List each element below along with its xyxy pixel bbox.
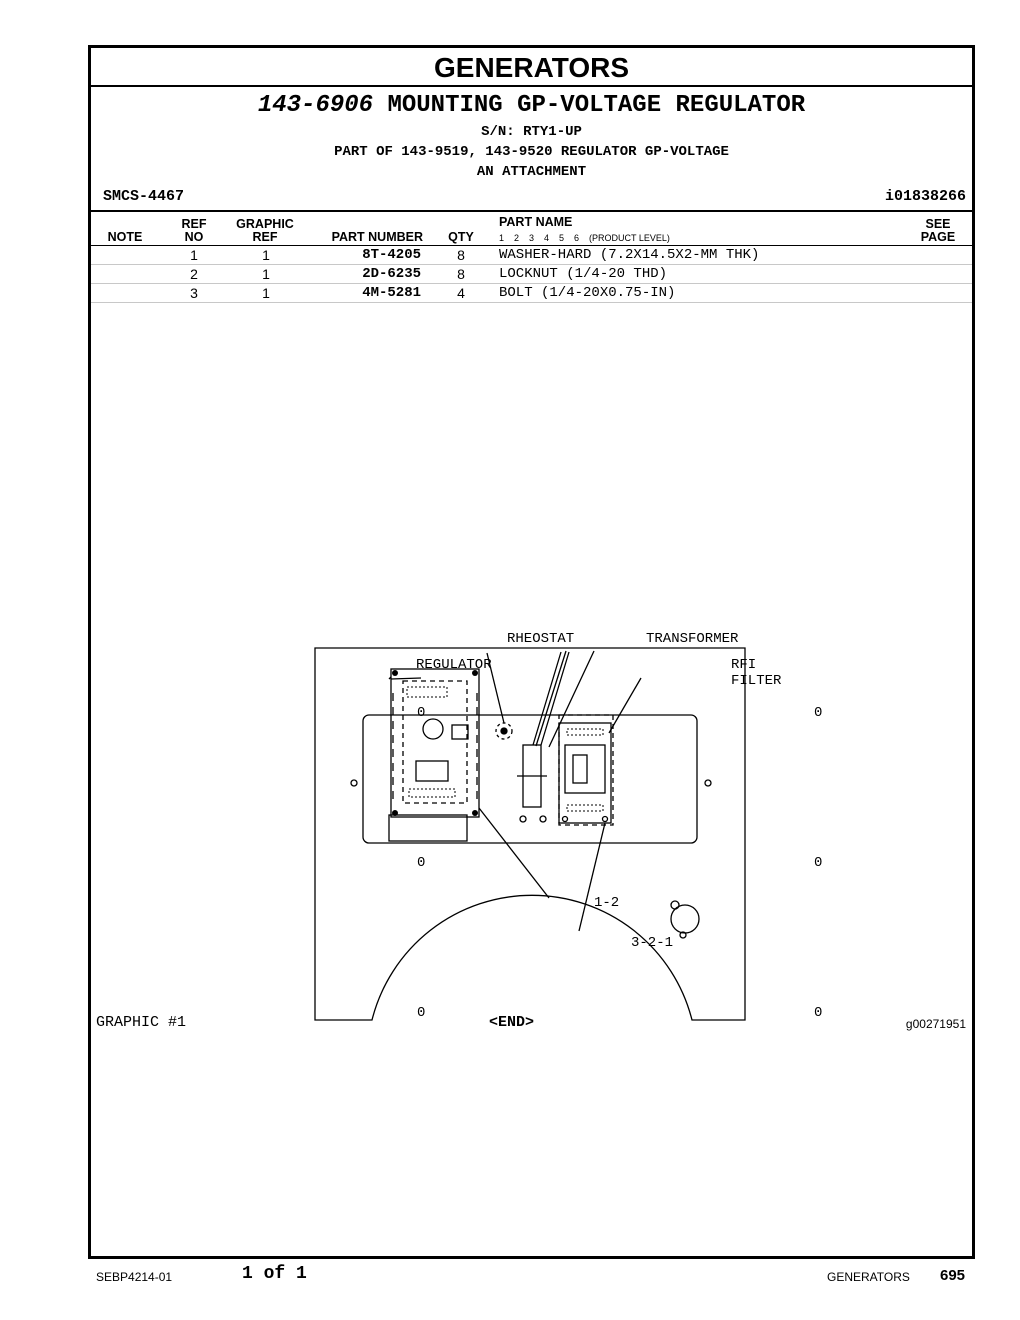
group-number: 143-6906 (257, 92, 374, 119)
table-row: 2 1 2D-6235 8 LOCKNUT (1/4-20 THD) (91, 265, 972, 284)
rfi-filter-core (564, 744, 606, 794)
header-product-levels: 1 2 3 4 5 6 (PRODUCT LEVEL) (499, 233, 670, 243)
graphic-ref: 1 (262, 247, 270, 263)
plate-mark: 0 (814, 1005, 823, 1021)
plate-mark: 0 (417, 705, 426, 721)
header-graphic-top: GRAPHIC (236, 217, 294, 231)
plate-mark: 0 (417, 855, 426, 871)
part-number[interactable]: 2D-6235 (362, 266, 421, 282)
regulator-inner (402, 680, 468, 804)
label-transformer: TRANSFORMER (646, 631, 739, 647)
table-row: 3 1 4M-5281 4 BOLT (1/4-20X0.75-IN) (91, 284, 972, 303)
header-part-number: PART NUMBER (331, 230, 423, 244)
mounting-plate-drawing (314, 647, 746, 1021)
header-qty: QTY (448, 230, 474, 244)
ref-no: 2 (190, 266, 198, 282)
header-note: NOTE (107, 230, 143, 244)
page-frame: GENERATORS 143-6906 MOUNTING GP-VOLTAGE … (88, 45, 975, 1259)
quantity: 4 (457, 285, 465, 301)
inner-panel (362, 714, 698, 844)
part-name: BOLT (1/4-20X0.75-IN) (499, 285, 676, 301)
callout-3-2-1: 3-2-1 (631, 935, 674, 951)
regulator-label (451, 724, 469, 740)
illustration-id: i01838266 (884, 188, 966, 205)
plate-mark: 0 (814, 705, 823, 721)
header-see-bottom: PAGE (920, 230, 956, 244)
attachment-note: AN ATTACHMENT (476, 164, 587, 180)
rfi-filter-chip (572, 754, 588, 784)
graphic-caption: GRAPHIC #1 (96, 1014, 187, 1031)
plate-hole (350, 779, 358, 787)
header-see-top: SEE (925, 217, 951, 231)
group-title: 143-6906 MOUNTING GP-VOLTAGE REGULATOR (91, 92, 972, 120)
ref-no: 3 (190, 285, 198, 301)
plate-mark: 0 (417, 1005, 426, 1021)
part-number[interactable]: 4M-5281 (362, 285, 421, 301)
document-number: SEBP4214-01 (96, 1270, 173, 1284)
plate-hole (704, 779, 712, 787)
label-regulator: REGULATOR (416, 657, 492, 673)
quantity: 8 (457, 247, 465, 263)
mounting-plate-outline (314, 647, 746, 1021)
label-rfi-filter: RFI FILTER (731, 657, 782, 689)
part-number[interactable]: 8T-4205 (362, 247, 421, 263)
graphic-ref: 1 (262, 285, 270, 301)
end-marker: <END> (489, 1014, 535, 1031)
header-ref-bottom: NO (184, 230, 204, 244)
serial-range: S/N: RTY1-UP (481, 124, 582, 140)
quantity: 8 (457, 266, 465, 282)
group-name: MOUNTING GP-VOLTAGE REGULATOR (387, 92, 806, 119)
part-name: WASHER-HARD (7.2X14.5X2-MM THK) (499, 247, 760, 263)
regulator-dial (422, 718, 444, 740)
label-rheostat: RHEOSTAT (507, 631, 575, 647)
mounting-graphic: RHEOSTAT TRANSFORMER REGULATOR RFI FILTE… (311, 583, 822, 1038)
page-number: 695 (940, 1267, 966, 1284)
panel-tab (388, 814, 468, 842)
graphic-ref: 1 (262, 266, 270, 282)
table-row: 1 1 8T-4205 8 WASHER-HARD (7.2X14.5X2-MM… (91, 246, 972, 265)
regulator-body (390, 668, 480, 818)
header-part-name: PART NAME (499, 215, 573, 229)
callout-1-2: 1-2 (594, 895, 620, 911)
header-ref-top: REF (181, 217, 207, 231)
page-of: 1 of 1 (242, 1264, 307, 1284)
ref-no: 1 (190, 247, 198, 263)
regulator-terminal-block (415, 760, 449, 782)
graphic-id: g00271951 (905, 1017, 966, 1031)
smcs-code: SMCS-4467 (103, 188, 185, 205)
header-graphic-bottom: REF (252, 230, 278, 244)
header-divider (91, 210, 972, 212)
section-title: GENERATORS (91, 48, 972, 87)
part-of-line: PART OF 143-9519, 143-9520 REGULATOR GP-… (334, 144, 729, 160)
plate-mark: 0 (814, 855, 823, 871)
part-name: LOCKNUT (1/4-20 THD) (499, 266, 668, 282)
header-bottom-rule (91, 245, 972, 246)
footer-section: GENERATORS (827, 1270, 910, 1284)
